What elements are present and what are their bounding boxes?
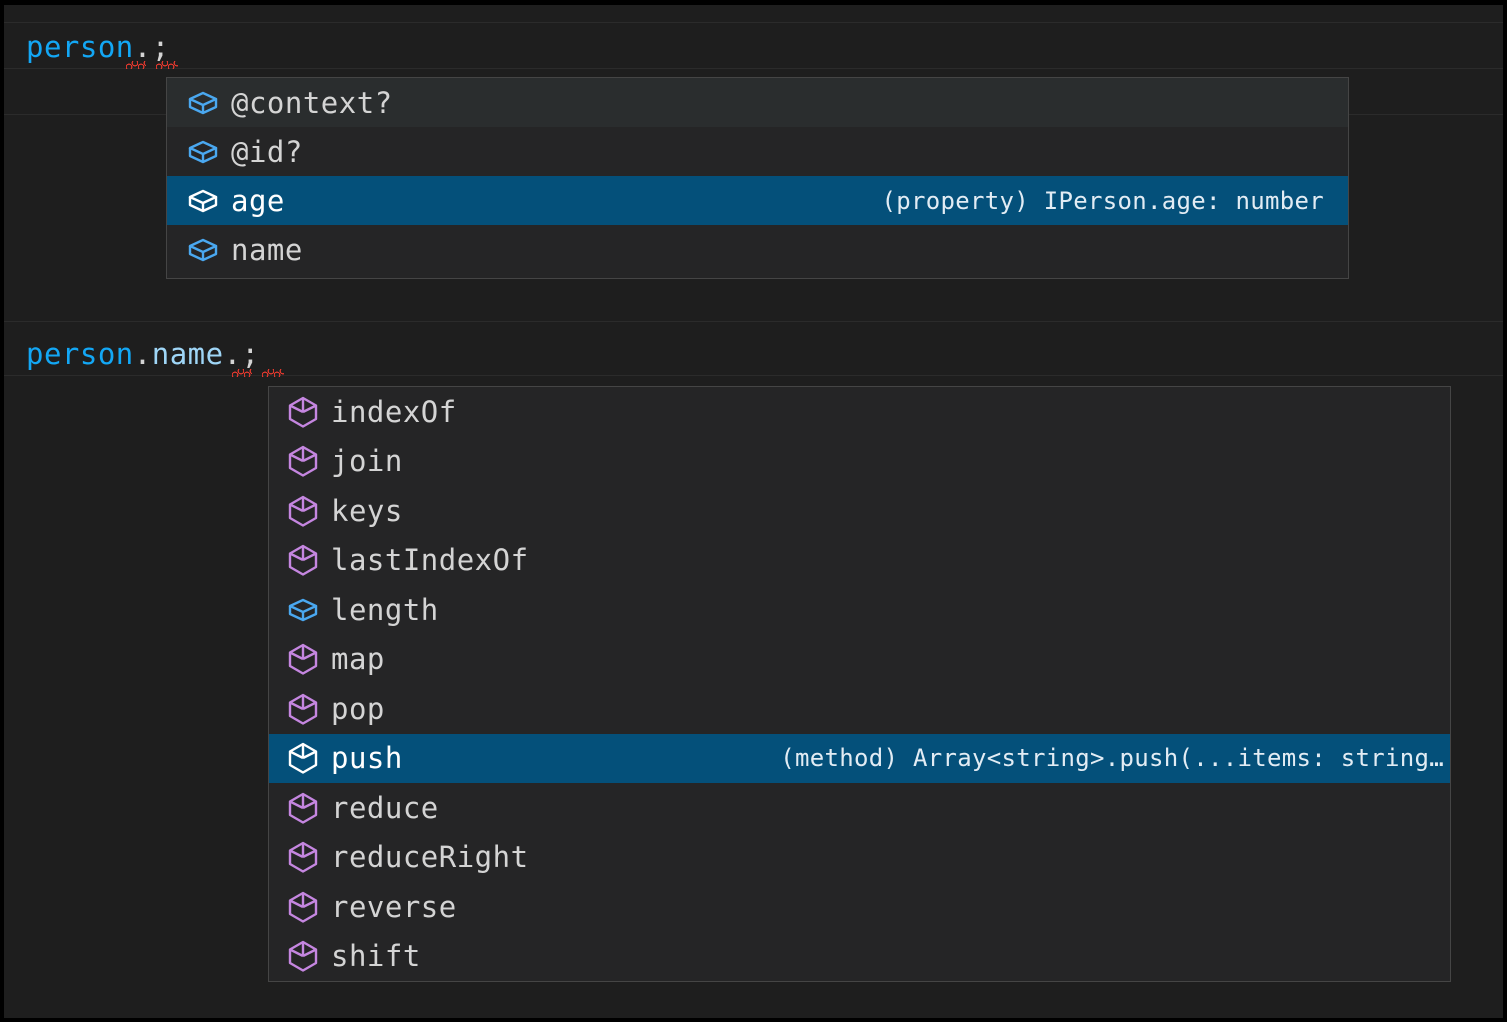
editor-row-rule <box>4 68 1503 69</box>
suggest-item-lastindexof[interactable]: lastIndexOf <box>269 535 1450 585</box>
suggest-item-label: keys <box>331 493 403 528</box>
suggest-item-detail: (method) Array<string>.push(...items: st… <box>780 744 1444 773</box>
error-squiggle <box>126 61 146 69</box>
editor-surface[interactable]: person.; person.name.; @context? <box>4 5 1503 1018</box>
method-cube-icon <box>275 494 331 528</box>
suggest-item-label: shift <box>331 939 421 974</box>
suggest-item-context[interactable]: @context? <box>167 78 1348 127</box>
method-cube-icon <box>275 890 331 924</box>
suggest-item-id[interactable]: @id? <box>167 127 1348 176</box>
editor-row-rule <box>4 22 1503 23</box>
suggest-item-reverse[interactable]: reverse <box>269 882 1450 932</box>
method-cube-icon <box>275 840 331 874</box>
method-cube-icon <box>275 692 331 726</box>
property-cube-icon <box>175 235 231 265</box>
code-token-dot: . <box>133 337 152 371</box>
code-token-dot: . <box>133 30 152 64</box>
method-cube-icon <box>275 642 331 676</box>
suggest-item-label: reduceRight <box>331 840 529 875</box>
property-cube-icon <box>175 137 231 167</box>
suggest-item-reduceright[interactable]: reduceRight <box>269 832 1450 882</box>
suggest-item-length[interactable]: length <box>269 585 1450 635</box>
suggest-item-indexof[interactable]: indexOf <box>269 387 1450 437</box>
method-cube-icon <box>275 395 331 429</box>
suggest-widget-person[interactable]: @context? @id? <box>166 77 1349 279</box>
suggest-item-label: indexOf <box>331 394 457 429</box>
suggest-item-join[interactable]: join <box>269 436 1450 486</box>
suggest-item-label: @context? <box>231 85 393 120</box>
suggest-item-label: map <box>331 642 385 677</box>
suggest-item-reduce[interactable]: reduce <box>269 783 1450 833</box>
suggest-item-push[interactable]: push (method) Array<string>.push(...item… <box>269 733 1450 783</box>
code-token-property: name <box>151 337 224 371</box>
suggest-item-map[interactable]: map <box>269 634 1450 684</box>
suggest-item-label: join <box>331 444 403 479</box>
suggest-item-label: age <box>231 183 285 218</box>
suggest-item-label: reduce <box>331 790 439 825</box>
suggest-item-label: length <box>331 592 439 627</box>
method-cube-icon <box>275 741 331 775</box>
suggest-item-label: lastIndexOf <box>331 543 529 578</box>
code-token-semicolon: ; <box>151 30 170 64</box>
error-squiggle <box>156 61 178 69</box>
suggest-item-name[interactable]: name <box>167 225 1348 274</box>
suggest-item-shift[interactable]: shift <box>269 931 1450 981</box>
suggest-item-detail: (property) IPerson.age: number <box>881 186 1324 215</box>
code-token-semicolon: ; <box>241 337 260 371</box>
editor-row-rule <box>4 375 1503 376</box>
code-token-dot: . <box>223 337 242 371</box>
method-cube-icon <box>275 444 331 478</box>
suggest-item-label: name <box>231 232 303 267</box>
suggest-widget-person-name[interactable]: indexOf join <box>268 386 1451 982</box>
code-line-1[interactable]: person.; <box>4 24 1503 70</box>
suggest-item-label: reverse <box>331 889 457 924</box>
code-line-2[interactable]: person.name.; <box>4 331 1503 377</box>
property-cube-icon <box>175 186 231 216</box>
method-cube-icon <box>275 791 331 825</box>
error-squiggle <box>262 369 284 377</box>
property-cube-icon <box>275 595 331 625</box>
suggest-item-age[interactable]: age (property) IPerson.age: number <box>167 176 1348 225</box>
editor-row-rule <box>4 321 1503 322</box>
error-squiggle <box>232 369 252 377</box>
method-cube-icon <box>275 543 331 577</box>
method-cube-icon <box>275 939 331 973</box>
code-token-variable: person <box>26 337 134 371</box>
suggest-item-pop[interactable]: pop <box>269 684 1450 734</box>
suggest-item-label: @id? <box>231 134 303 169</box>
property-cube-icon <box>175 88 231 118</box>
suggest-item-label: pop <box>331 691 385 726</box>
suggest-item-keys[interactable]: keys <box>269 486 1450 536</box>
code-token-variable: person <box>26 30 134 64</box>
suggest-item-label: push <box>331 741 403 776</box>
